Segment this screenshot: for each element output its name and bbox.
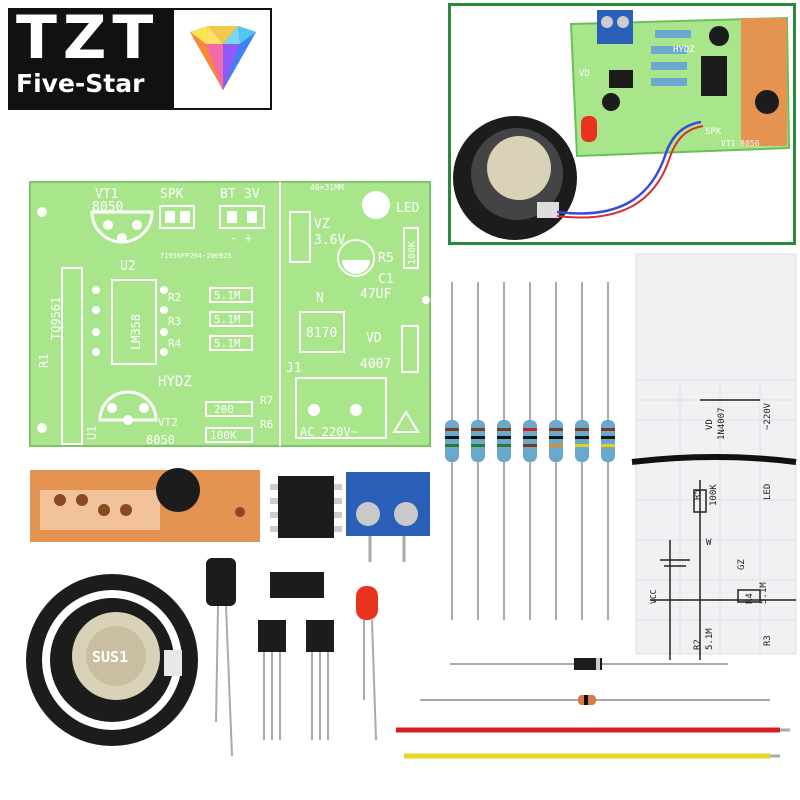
pcb-label-spk: SPK xyxy=(160,187,184,202)
pcb-label-j1: J1 xyxy=(286,361,302,376)
schematic-label-r2-val: 5.1M xyxy=(705,628,715,650)
inset-label-vt: VT1 8050 xyxy=(721,139,760,148)
schematic-label-led: LED xyxy=(763,484,773,500)
resistor-2 xyxy=(471,282,485,620)
resistor-4 xyxy=(523,282,537,620)
pcb-label-r1: R1 xyxy=(37,354,51,368)
schematic-label-vd-part: 1N4007 xyxy=(717,407,727,440)
inset-label-spk: SPK xyxy=(705,127,722,137)
schematic-label-w: W xyxy=(706,538,712,548)
schematic-label-ac: ~220V xyxy=(763,402,773,430)
pcb-label-r5: R5 xyxy=(378,251,394,266)
pcb-label-r7: R7 xyxy=(260,394,273,407)
pcb-label-vt2-part: 8050 xyxy=(146,433,175,447)
transistor-2 xyxy=(306,620,334,740)
pcb-label-vt1: VT1 xyxy=(95,187,118,202)
resistor-3 xyxy=(497,282,511,620)
pcb-label-c1-val: 47UF xyxy=(360,287,391,302)
resistor-6 xyxy=(575,282,589,620)
screw-terminal-block xyxy=(346,472,430,562)
small-ic-chip xyxy=(270,572,324,598)
pcb-label-led: LED xyxy=(396,201,420,216)
speaker: SUS1 xyxy=(26,574,198,746)
schematic-label-r2: R2 xyxy=(693,639,703,650)
dip-ic-chip xyxy=(270,476,342,538)
resistor-5 xyxy=(549,282,563,620)
schematic-label-r5-val: 100K xyxy=(709,484,719,506)
pcb-label-r6: R6 xyxy=(260,418,273,431)
pcb-label-vz: VZ xyxy=(314,217,330,232)
pcb-label-vt2: VT2 xyxy=(158,416,178,429)
pcb-label-r4: R4 xyxy=(168,337,182,350)
sound-module-board xyxy=(30,468,260,542)
schematic-label-gz: GZ xyxy=(737,559,747,570)
pcb-label-hydz: HYDZ xyxy=(158,374,192,390)
red-led xyxy=(356,586,378,741)
schematic-label-r3: R3 xyxy=(763,635,773,646)
resistor-row xyxy=(445,282,615,620)
pcb-board: VT1 8050 SPK BT 3V - + 46×31MM LED VZ 3.… xyxy=(29,181,431,447)
pcb-label-r3-val: 5.1M xyxy=(214,313,241,326)
schematic-label-r4-val: 5.1M xyxy=(759,582,769,604)
pcb-label-chip: 8170 xyxy=(306,326,337,341)
pcb-label-r6-val: 100K xyxy=(210,429,237,442)
pcb-label-bt-volt: 3V xyxy=(244,187,260,202)
pcb-label-vt1-part: 8050 xyxy=(92,200,123,215)
resistor-7 xyxy=(601,282,615,620)
pcb-label-vd-part: 4007 xyxy=(360,357,391,372)
pcb-label-r2-val: 5.1M xyxy=(214,289,241,302)
inset-label-vd: VD xyxy=(579,69,590,79)
pcb-label-code: 71956FP204-200925 xyxy=(160,252,232,260)
pcb-label-u1: U1 xyxy=(85,426,99,440)
transistor-1 xyxy=(258,620,286,740)
electrolytic-capacitor xyxy=(206,558,236,757)
pcb-label-r3: R3 xyxy=(168,315,181,328)
pcb-label-tq: TQ9561 xyxy=(49,297,63,340)
pcb-label-r5-val: 100K xyxy=(407,241,418,265)
pcb-label-size: 46×31MM xyxy=(310,183,344,192)
inset-label-hydz: HYDZ xyxy=(673,45,695,55)
pcb-label-r2: R2 xyxy=(168,291,181,304)
assembled-board-photo: VD HYDZ SPK VT1 8050 xyxy=(453,10,791,240)
speaker-label: SUS1 xyxy=(92,648,128,666)
pcb-label-vd: VD xyxy=(366,331,382,346)
pcb-label-vz-volt: 3.6V xyxy=(314,233,345,248)
diode-1n4007 xyxy=(450,658,728,670)
pcb-label-r7-val: 200 xyxy=(214,403,234,416)
pcb-label-bt: BT xyxy=(220,187,236,202)
brand-subtitle: Five-Star xyxy=(16,69,145,98)
schematic-label-vd: VD xyxy=(705,419,715,430)
pcb-label-r4-val: 5.1M xyxy=(214,337,241,350)
pcb-label-ic: LM358 xyxy=(129,314,143,350)
resistor-1 xyxy=(445,282,459,620)
schematic-label-vcc: VCC xyxy=(649,589,658,604)
schematic-label-r5: R5 xyxy=(693,489,703,500)
diamond-gem-icon xyxy=(190,26,256,90)
zener-diode xyxy=(420,695,770,705)
pcb-label-n: N xyxy=(316,291,324,306)
schematic-paper: VD 1N4007 ~220V R5 100K LED W GZ VCC R4 … xyxy=(631,253,797,660)
assembled-board-inset: VD HYDZ SPK VT1 8050 xyxy=(448,3,796,245)
pcb-label-u2: U2 xyxy=(120,259,136,274)
schematic-label-r4: R4 xyxy=(745,593,755,604)
brand-name: TZT xyxy=(16,3,160,73)
pcb-label-ac: AC 220V~ xyxy=(300,425,358,439)
pcb-label-c1: C1 xyxy=(378,272,394,287)
brand-logo-plate xyxy=(10,10,174,108)
svg-text:- +: - + xyxy=(230,231,252,245)
